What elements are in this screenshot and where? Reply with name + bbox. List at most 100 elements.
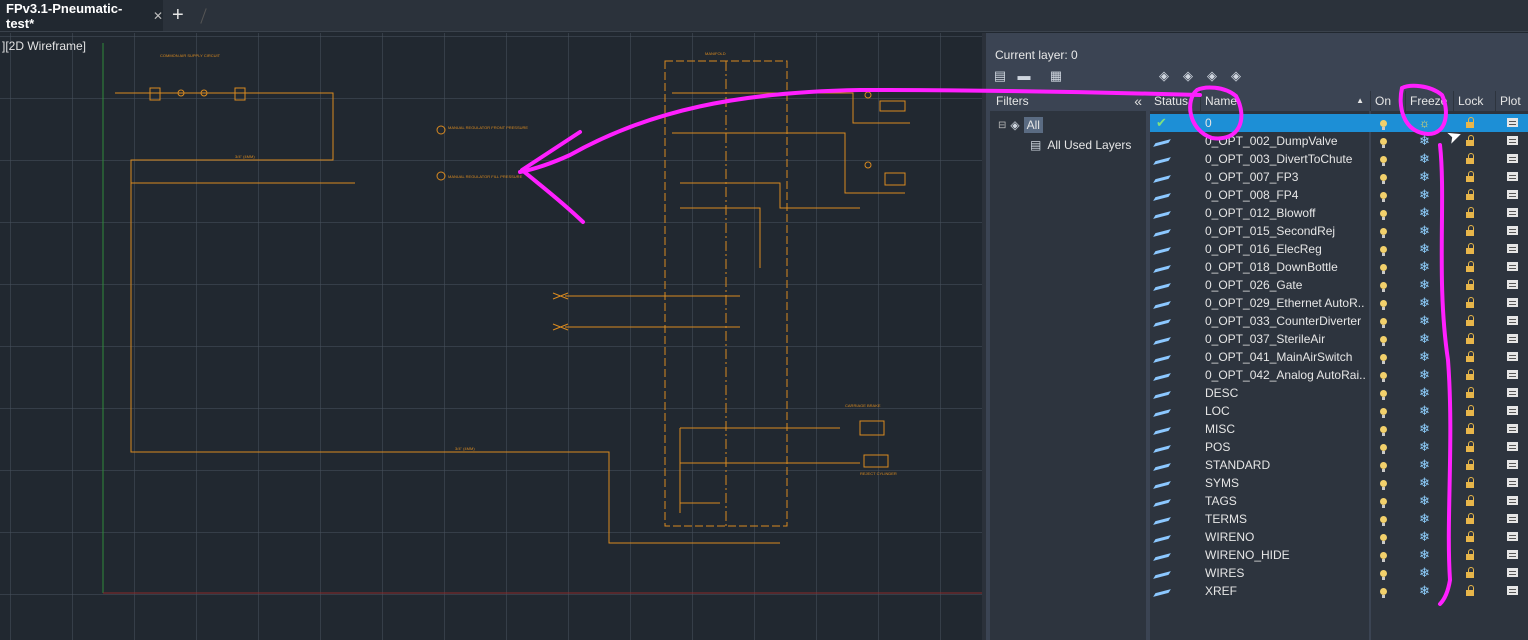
freeze-cell[interactable]: ❄ bbox=[1419, 150, 1435, 168]
plot-printer-icon[interactable] bbox=[1507, 492, 1521, 510]
frozen-snowflake-icon[interactable]: ❄ bbox=[1419, 295, 1430, 310]
frozen-snowflake-icon[interactable]: ❄ bbox=[1419, 151, 1430, 166]
on-bulb-icon[interactable] bbox=[1380, 132, 1396, 150]
frozen-snowflake-icon[interactable]: ❄ bbox=[1419, 367, 1430, 382]
layer-name[interactable]: WIRES bbox=[1205, 566, 1245, 580]
plot-printer-icon[interactable] bbox=[1507, 456, 1521, 474]
column-header-lock[interactable]: Lock bbox=[1454, 91, 1496, 111]
unlocked-padlock-icon[interactable] bbox=[1466, 510, 1480, 528]
freeze-cell[interactable]: ❄ bbox=[1419, 186, 1435, 204]
viewport-style-label[interactable]: ][2D Wireframe] bbox=[2, 39, 87, 53]
freeze-cell[interactable]: ❄ bbox=[1419, 528, 1435, 546]
on-bulb-icon[interactable] bbox=[1380, 240, 1396, 258]
new-layer-vp-frozen-icon[interactable]: ◈ bbox=[1183, 68, 1193, 83]
layer-name[interactable]: LOC bbox=[1205, 404, 1230, 418]
layer-row[interactable]: ✔0☼ bbox=[1150, 114, 1528, 132]
layer-status-cell[interactable] bbox=[1153, 456, 1176, 474]
layer-status-cell[interactable] bbox=[1153, 366, 1176, 384]
on-bulb-icon[interactable] bbox=[1380, 402, 1396, 420]
layer-row[interactable]: 0_OPT_007_FP3❄ bbox=[1150, 168, 1528, 186]
freeze-cell[interactable]: ❄ bbox=[1419, 258, 1435, 276]
unlocked-padlock-icon[interactable] bbox=[1466, 438, 1480, 456]
layer-status-cell[interactable] bbox=[1153, 402, 1176, 420]
layer-row[interactable]: XREF❄ bbox=[1150, 582, 1528, 600]
unlocked-padlock-icon[interactable] bbox=[1466, 456, 1480, 474]
layer-row[interactable]: DESC❄ bbox=[1150, 384, 1528, 402]
plot-printer-icon[interactable] bbox=[1507, 240, 1521, 258]
frozen-snowflake-icon[interactable]: ❄ bbox=[1419, 223, 1430, 238]
layer-status-cell[interactable] bbox=[1153, 420, 1176, 438]
layer-name[interactable]: 0_OPT_018_DownBottle bbox=[1205, 260, 1338, 274]
on-bulb-icon[interactable] bbox=[1380, 186, 1396, 204]
plot-printer-icon[interactable] bbox=[1507, 204, 1521, 222]
delete-layer-icon[interactable]: ◈ bbox=[1207, 68, 1217, 83]
layer-status-cell[interactable] bbox=[1153, 528, 1176, 546]
unlocked-padlock-icon[interactable] bbox=[1466, 564, 1480, 582]
unlocked-padlock-icon[interactable] bbox=[1466, 384, 1480, 402]
freeze-cell[interactable]: ❄ bbox=[1419, 222, 1435, 240]
on-bulb-icon[interactable] bbox=[1380, 276, 1396, 294]
frozen-snowflake-icon[interactable]: ❄ bbox=[1419, 241, 1430, 256]
freeze-cell[interactable]: ☼ bbox=[1419, 114, 1435, 132]
layer-row[interactable]: SYMS❄ bbox=[1150, 474, 1528, 492]
plot-printer-icon[interactable] bbox=[1507, 564, 1521, 582]
frozen-snowflake-icon[interactable]: ❄ bbox=[1419, 349, 1430, 364]
unlocked-padlock-icon[interactable] bbox=[1466, 204, 1480, 222]
layer-name[interactable]: 0_OPT_016_ElecReg bbox=[1205, 242, 1322, 256]
layer-row[interactable]: MISC❄ bbox=[1150, 420, 1528, 438]
layer-name[interactable]: 0_OPT_003_DivertToChute bbox=[1205, 152, 1353, 166]
frozen-snowflake-icon[interactable]: ❄ bbox=[1419, 205, 1430, 220]
freeze-cell[interactable]: ❄ bbox=[1419, 402, 1435, 420]
layer-status-cell[interactable] bbox=[1153, 204, 1176, 222]
layer-name[interactable]: 0_OPT_041_MainAirSwitch bbox=[1205, 350, 1353, 364]
layer-row[interactable]: 0_OPT_026_Gate❄ bbox=[1150, 276, 1528, 294]
frozen-snowflake-icon[interactable]: ❄ bbox=[1419, 583, 1430, 598]
new-group-filter-icon[interactable]: ▬ bbox=[1017, 68, 1031, 83]
drawing-viewport[interactable]: ][2D Wireframe] bbox=[0, 33, 982, 640]
frozen-snowflake-icon[interactable]: ❄ bbox=[1419, 547, 1430, 562]
layer-name[interactable]: MISC bbox=[1205, 422, 1235, 436]
column-header-on[interactable]: On bbox=[1371, 91, 1406, 111]
layer-status-cell[interactable] bbox=[1153, 240, 1176, 258]
thawed-sun-icon[interactable]: ☼ bbox=[1419, 116, 1430, 130]
layer-name[interactable]: WIRENO_HIDE bbox=[1205, 548, 1290, 562]
frozen-snowflake-icon[interactable]: ❄ bbox=[1419, 187, 1430, 202]
frozen-snowflake-icon[interactable]: ❄ bbox=[1419, 439, 1430, 454]
layer-status-cell[interactable] bbox=[1153, 348, 1176, 366]
plot-printer-icon[interactable] bbox=[1507, 132, 1521, 150]
layer-name[interactable]: 0_OPT_037_SterileAir bbox=[1205, 332, 1326, 346]
frozen-snowflake-icon[interactable]: ❄ bbox=[1419, 565, 1430, 580]
unlocked-padlock-icon[interactable] bbox=[1466, 420, 1480, 438]
unlocked-padlock-icon[interactable] bbox=[1466, 294, 1480, 312]
on-bulb-icon[interactable] bbox=[1380, 330, 1396, 348]
column-header-status[interactable]: Status bbox=[1150, 91, 1201, 111]
frozen-snowflake-icon[interactable]: ❄ bbox=[1419, 259, 1430, 274]
layer-row[interactable]: 0_OPT_018_DownBottle ❄ bbox=[1150, 258, 1528, 276]
column-header-plot[interactable]: Plot bbox=[1496, 91, 1528, 111]
layer-row[interactable]: 0_OPT_008_FP4❄ bbox=[1150, 186, 1528, 204]
on-bulb-icon[interactable] bbox=[1380, 492, 1396, 510]
plot-printer-icon[interactable] bbox=[1507, 438, 1521, 456]
plot-printer-icon[interactable] bbox=[1507, 186, 1521, 204]
freeze-cell[interactable]: ❄ bbox=[1419, 330, 1435, 348]
layer-row[interactable]: 0_OPT_033_CounterDiverter❄ bbox=[1150, 312, 1528, 330]
collapse-icon[interactable]: « bbox=[1134, 93, 1142, 109]
layer-row[interactable]: 0_OPT_029_Ethernet AutoR...❄ bbox=[1150, 294, 1528, 312]
unlocked-padlock-icon[interactable] bbox=[1466, 168, 1480, 186]
plot-printer-icon[interactable] bbox=[1507, 294, 1521, 312]
freeze-cell[interactable]: ❄ bbox=[1419, 276, 1435, 294]
plot-printer-icon[interactable] bbox=[1507, 366, 1521, 384]
unlocked-padlock-icon[interactable] bbox=[1466, 546, 1480, 564]
plot-printer-icon[interactable] bbox=[1507, 510, 1521, 528]
freeze-cell[interactable]: ❄ bbox=[1419, 132, 1435, 150]
unlocked-padlock-icon[interactable] bbox=[1466, 492, 1480, 510]
on-bulb-icon[interactable] bbox=[1380, 204, 1396, 222]
plot-printer-icon[interactable] bbox=[1507, 528, 1521, 546]
layer-row[interactable]: TERMS❄ bbox=[1150, 510, 1528, 528]
layer-name[interactable]: DESC bbox=[1205, 386, 1239, 400]
layer-name[interactable]: POS bbox=[1205, 440, 1231, 454]
layer-name[interactable]: STANDARD bbox=[1205, 458, 1271, 472]
plot-printer-icon[interactable] bbox=[1507, 420, 1521, 438]
layer-status-cell[interactable] bbox=[1153, 438, 1176, 456]
on-bulb-icon[interactable] bbox=[1380, 348, 1396, 366]
